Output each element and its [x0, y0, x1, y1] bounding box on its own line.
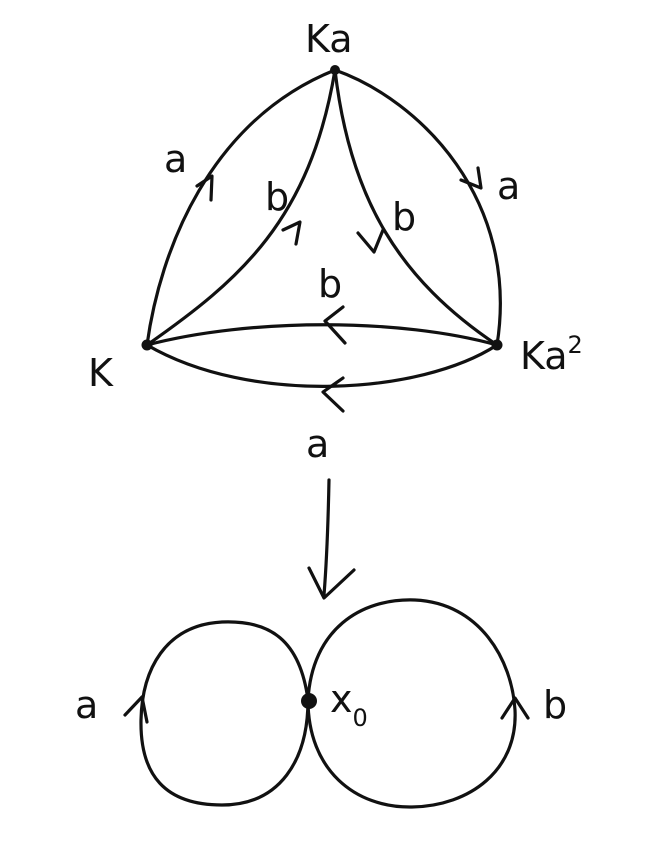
edge-label-b-Ka2-to-K: b [318, 262, 342, 306]
arrowhead-a-bottom [321, 376, 345, 413]
loop-label-a: a [75, 683, 98, 727]
covering-graph: Ka K Ka2 a a a b b b [88, 17, 583, 466]
edge-label-a-Ka-to-Ka2: a [497, 164, 520, 208]
arrowhead-a-right [459, 166, 483, 190]
edge-label-a-Ka2-to-K: a [306, 422, 329, 466]
loop-b [306, 598, 517, 809]
loop-label-b: b [543, 683, 567, 727]
arrowhead-b-left [281, 220, 302, 246]
vertex-label-Ka: Ka [305, 17, 353, 61]
arrowhead-loop-b [500, 696, 530, 720]
edge-label-b-K-to-Ka: b [265, 175, 289, 219]
basepoint-dot [301, 693, 317, 709]
vertex-label-K: K [88, 351, 114, 395]
basepoint-label-subscript: 0 [353, 704, 368, 732]
vertex-Ka [330, 65, 340, 75]
basepoint-label: x0 [330, 677, 368, 732]
map-arrow-shaft [322, 478, 331, 597]
vertex-label-Ka2-base: Ka [520, 334, 568, 378]
edge-a-K-to-Ka [145, 68, 337, 347]
vertex-Ka2 [491, 339, 503, 351]
edge-label-b-Ka-to-Ka2: b [392, 195, 416, 239]
base-space: a b x0 [75, 598, 567, 809]
vertex-K [141, 339, 153, 351]
vertex-label-Ka2-superscript: 2 [568, 331, 583, 359]
edge-a-Ka2-to-K [145, 343, 499, 388]
arrowhead-loop-a [123, 695, 149, 724]
arrowhead-b-right [356, 228, 385, 254]
arrowhead-b-bottom [323, 305, 347, 345]
edge-b-K-to-Ka [145, 68, 337, 347]
edge-b-Ka-to-Ka2 [333, 68, 499, 347]
map-arrow-head [307, 566, 356, 600]
vertex-label-Ka2: Ka2 [520, 331, 583, 378]
edge-b-Ka2-to-K [145, 323, 499, 347]
covering-map-arrow [307, 478, 356, 600]
arrowhead-a-left [195, 174, 214, 202]
edge-a-Ka-to-Ka2 [333, 68, 502, 347]
loop-a [139, 620, 310, 807]
edge-label-a-K-to-Ka: a [164, 137, 187, 181]
basepoint-label-base: x [330, 677, 353, 721]
